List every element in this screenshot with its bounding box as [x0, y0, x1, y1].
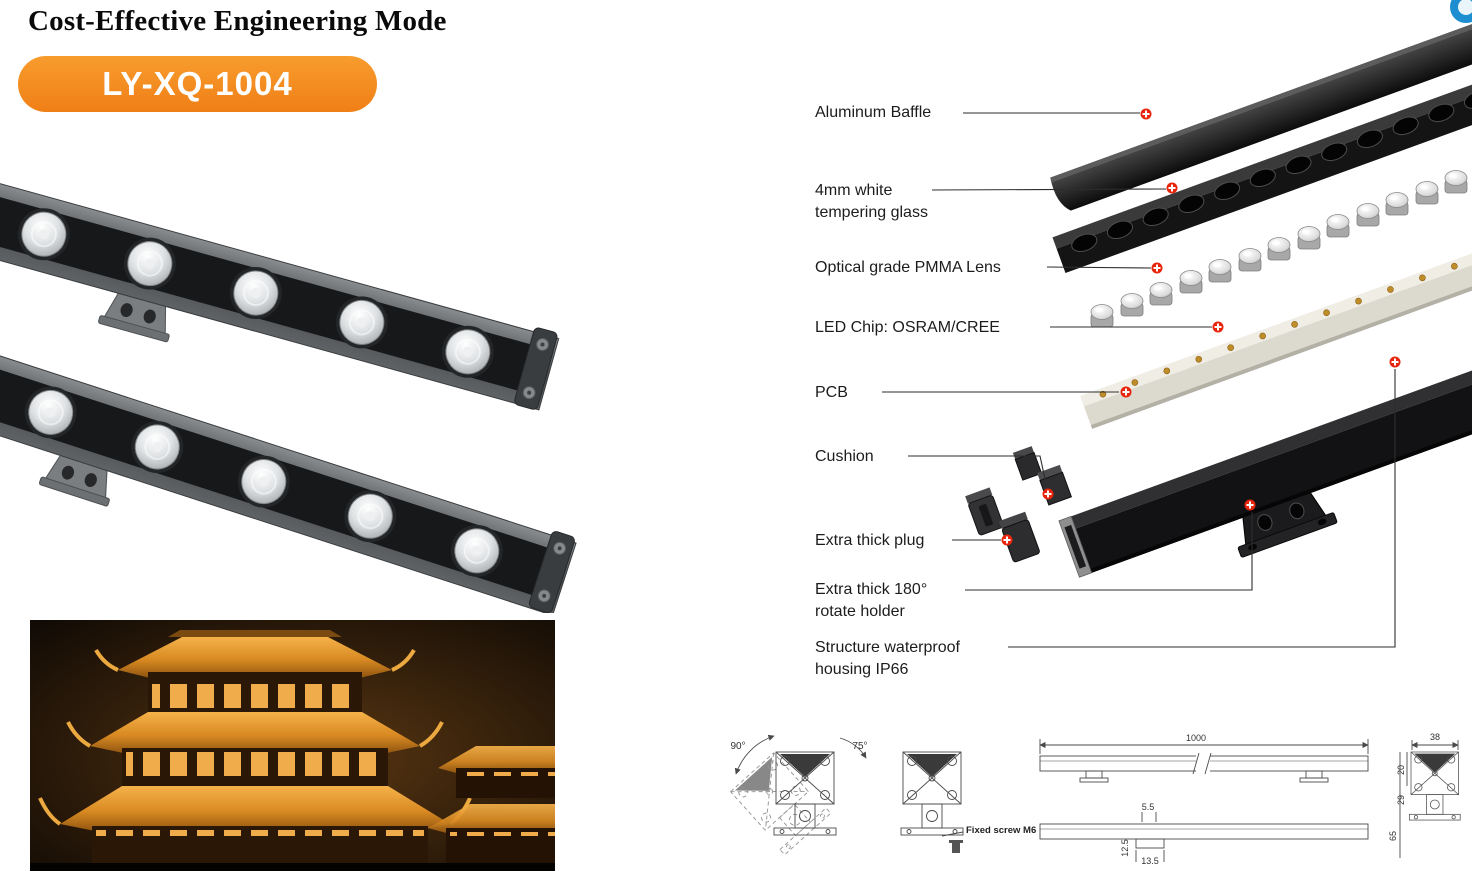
corner-logo-fragment — [1450, 0, 1472, 23]
model-badge-label: LY-XQ-1004 — [102, 65, 293, 102]
red-plus-marker — [1166, 182, 1178, 194]
application-photo — [30, 620, 555, 871]
light-bar-2 — [0, 353, 577, 613]
end-dimension-view: 38 20 29 65 — [1388, 732, 1461, 858]
rotation-diagram: 90° 75° — [728, 734, 868, 856]
part-tempering-glass — [1052, 79, 1472, 274]
dim-12-5-label: 12.5 — [1120, 839, 1130, 857]
label-cushion: Cushion — [815, 448, 874, 465]
dim-13-5-label: 13.5 — [1141, 856, 1159, 866]
light-bar-1 — [0, 181, 560, 411]
exploded-diagram — [882, 16, 1472, 648]
red-plus-marker — [1120, 386, 1132, 398]
part-plug — [965, 487, 1040, 563]
angle-90-label: 90° — [730, 741, 745, 752]
red-plus-marker — [1389, 356, 1401, 368]
part-aluminum-baffle — [1050, 16, 1472, 211]
fixed-screw-note: Fixed screw M6 — [966, 825, 1036, 836]
dimension-drawing: 90° 75° Fixed screw M6 1000 — [728, 732, 1461, 866]
red-plus-marker — [1001, 534, 1013, 546]
label-aluminum-baffle: Aluminum Baffle — [815, 104, 932, 121]
bracket-front-view: Fixed screw M6 — [900, 751, 1036, 853]
length-1000-label: 1000 — [1186, 733, 1206, 743]
label-extra-thick-plug: Extra thick plug — [815, 532, 925, 549]
dim-65-label: 65 — [1388, 831, 1398, 841]
dim-20-label: 20 — [1396, 765, 1406, 775]
label-waterproof-housing: Structure waterproof housing IP66 — [815, 639, 960, 678]
red-plus-marker — [1151, 262, 1163, 274]
red-plus-marker — [1140, 108, 1152, 120]
dim-38-label: 38 — [1430, 732, 1440, 742]
red-plus-marker — [1212, 321, 1224, 333]
connector-lines — [882, 112, 1396, 648]
model-badge: LY-XQ-1004 — [18, 56, 377, 112]
red-plus-marker — [1244, 499, 1256, 511]
part-pcb — [1080, 243, 1472, 429]
profile-dimension-view: 5.5 13.5 12.5 — [1039, 802, 1369, 866]
label-pmma-lens: Optical grade PMMA Lens — [815, 259, 1001, 276]
angle-75-label: 75° — [852, 741, 867, 752]
dim-5-5-label: 5.5 — [1142, 802, 1155, 812]
label-tempering-glass: 4mm white tempering glass — [815, 182, 928, 221]
dim-29-label: 29 — [1396, 795, 1406, 805]
product-photo — [0, 181, 577, 613]
label-led-chip: LED Chip: OSRAM/CREE — [815, 319, 1000, 336]
page-title: Cost-Effective Engineering Mode — [28, 5, 447, 37]
label-rotate-holder: Extra thick 180° rotate holder — [815, 581, 928, 620]
red-plus-marker — [1042, 488, 1054, 500]
led-chips — [1099, 262, 1458, 398]
length-dimension-view: 1000 — [1039, 733, 1369, 783]
label-pcb: PCB — [815, 384, 848, 401]
part-housing — [1058, 361, 1472, 578]
part-cushion — [1012, 446, 1073, 506]
